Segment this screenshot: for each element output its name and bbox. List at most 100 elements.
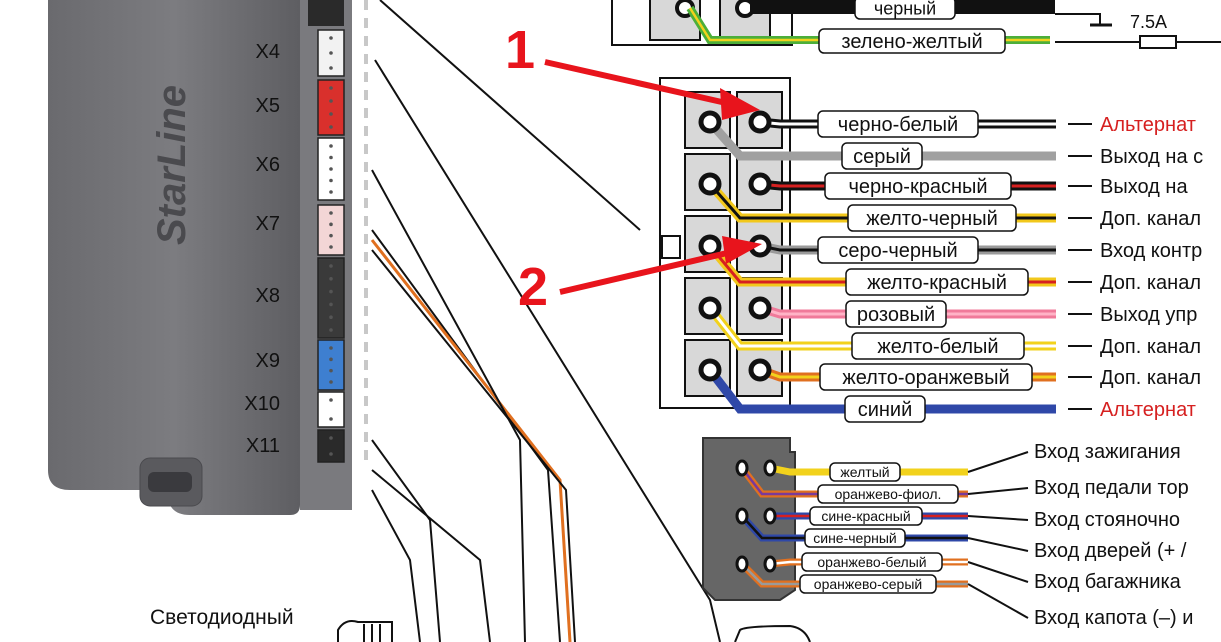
wire-label-top-1-text: зелено-желтый bbox=[841, 31, 982, 53]
wire-label-main-4: серо-черный bbox=[817, 236, 979, 264]
func-label-5: Доп. канал bbox=[1100, 272, 1201, 294]
module-body bbox=[48, 0, 300, 515]
wire-label-small-4-box bbox=[801, 552, 943, 572]
wire-label-main-0: черно-белый bbox=[817, 110, 979, 138]
func-label-2: Выход на bbox=[1100, 176, 1188, 198]
small-pin bbox=[735, 507, 749, 525]
wire-label-main-0-text: черно-белый bbox=[838, 114, 958, 136]
connector-pin bbox=[329, 144, 333, 148]
wire-label-small-3-text: сине-черный bbox=[813, 530, 896, 546]
connector-pin bbox=[329, 167, 333, 171]
wire-label-small-0-text: желтый bbox=[840, 464, 889, 480]
small-leader-4 bbox=[967, 561, 1029, 583]
wire-1 bbox=[706, 119, 1056, 161]
wire-label-top-0-text: черный bbox=[874, 0, 936, 18]
module-cables bbox=[370, 0, 721, 642]
small-pin bbox=[763, 507, 777, 525]
wire-label-main-3-text: желто-черный bbox=[866, 208, 997, 230]
connector-pin bbox=[329, 36, 333, 40]
marker-1: 1 bbox=[505, 20, 535, 80]
arrow-1-line bbox=[544, 59, 736, 108]
small-leader-0 bbox=[967, 451, 1029, 473]
wire-label-main-6: розовый bbox=[845, 300, 947, 328]
wire-label-small-0-box bbox=[829, 462, 901, 482]
wire-label-main-5-text: желто-красный bbox=[867, 272, 1007, 294]
connector-pin bbox=[329, 417, 333, 421]
pin bbox=[698, 234, 722, 258]
wire-label-main-2-text: черно-красный bbox=[848, 176, 987, 198]
func-label-6: Выход упр bbox=[1100, 304, 1197, 326]
wire-label-main-6-text: розовый bbox=[857, 304, 935, 326]
module-latch-slot bbox=[148, 472, 192, 492]
connector-top bbox=[308, 0, 344, 26]
connector-label-x8: X8 bbox=[256, 285, 280, 307]
small-pin bbox=[763, 459, 777, 477]
func-label-7: Доп. канал bbox=[1100, 336, 1201, 358]
small-func-label-5: Вход капота (–) и bbox=[1034, 607, 1193, 629]
small-func-label-1: Вход педали тор bbox=[1034, 477, 1189, 499]
connector-pin bbox=[329, 315, 333, 320]
wire-label-main-1-box bbox=[841, 142, 923, 170]
pin bbox=[698, 110, 722, 134]
small-leader-3 bbox=[967, 537, 1029, 552]
pin bbox=[698, 296, 722, 320]
wire-label-top-1: зелено-желтый bbox=[818, 28, 1006, 54]
wire-label-top-1-box bbox=[818, 28, 1006, 54]
small-pin bbox=[735, 555, 749, 573]
arrow-1-head bbox=[720, 88, 760, 120]
wire-label-main-7: желто-белый bbox=[851, 332, 1025, 360]
wire-label-main-3-box bbox=[847, 204, 1017, 232]
connector-pin bbox=[329, 398, 333, 402]
connector-pin bbox=[329, 452, 333, 456]
wire-label-main-8: желто-оранжевый bbox=[819, 363, 1033, 391]
small-connector: желтый Вход зажигания оранжево-фиол. Вход п… bbox=[702, 437, 1193, 629]
small-leader-1 bbox=[967, 487, 1029, 495]
wire-label-small-5: оранжево-серый bbox=[799, 574, 937, 594]
small-leader-2 bbox=[967, 515, 1029, 521]
connector-pin bbox=[329, 245, 333, 249]
wire-label-main-1: серый bbox=[841, 142, 923, 170]
wire-label-small-3: сине-черный bbox=[804, 528, 906, 548]
connector-pin bbox=[329, 233, 333, 238]
wire-label-main-4-box bbox=[817, 236, 979, 264]
wire-label-main-4-text: серо-черный bbox=[838, 240, 957, 262]
func-label-3: Доп. канал bbox=[1100, 208, 1201, 230]
connector-pin bbox=[329, 302, 333, 307]
connector-pin bbox=[329, 51, 333, 55]
connector-label-x10: X10 bbox=[244, 393, 280, 415]
wire-label-small-5-box bbox=[799, 574, 937, 594]
wire-label-main-7-box bbox=[851, 332, 1025, 360]
connector-pin bbox=[329, 178, 333, 183]
wire-label-main-9-text: синий bbox=[858, 399, 913, 421]
small-pin bbox=[763, 555, 777, 573]
wire-label-small-1: оранжево-фиол. bbox=[817, 484, 959, 504]
connector-pin bbox=[329, 328, 333, 332]
small-func-label-3: Вход дверей (+ / bbox=[1034, 540, 1187, 562]
wire-label-small-2-text: сине-красный bbox=[821, 508, 910, 524]
connector-x8 bbox=[317, 257, 345, 339]
connector-label-x11: X11 bbox=[246, 435, 280, 457]
main-connector-key bbox=[661, 235, 681, 259]
small-func-label-4: Вход багажника bbox=[1034, 571, 1182, 593]
bottom-device-icon bbox=[734, 624, 811, 642]
wire-label-main-9: синий bbox=[844, 395, 926, 423]
connector-pin bbox=[329, 346, 333, 350]
connector-pin bbox=[329, 211, 333, 215]
connector-pin bbox=[329, 155, 333, 160]
connector-pin bbox=[329, 357, 333, 362]
connector-pin bbox=[329, 125, 333, 129]
connector-pin bbox=[329, 190, 333, 194]
arrow-2-head bbox=[722, 236, 762, 264]
pin bbox=[748, 110, 772, 134]
wire-label-small-5-text: оранжево-серый bbox=[814, 576, 922, 592]
small-func-label-0: Вход зажигания bbox=[1034, 441, 1181, 463]
ground-line bbox=[1055, 13, 1101, 25]
wire-label-top-0: черный bbox=[854, 0, 956, 20]
connector-label-x5: X5 bbox=[256, 95, 280, 117]
connector-pin bbox=[329, 368, 333, 373]
connector-x10 bbox=[317, 391, 345, 428]
connector-label-x4: X4 bbox=[256, 41, 280, 63]
